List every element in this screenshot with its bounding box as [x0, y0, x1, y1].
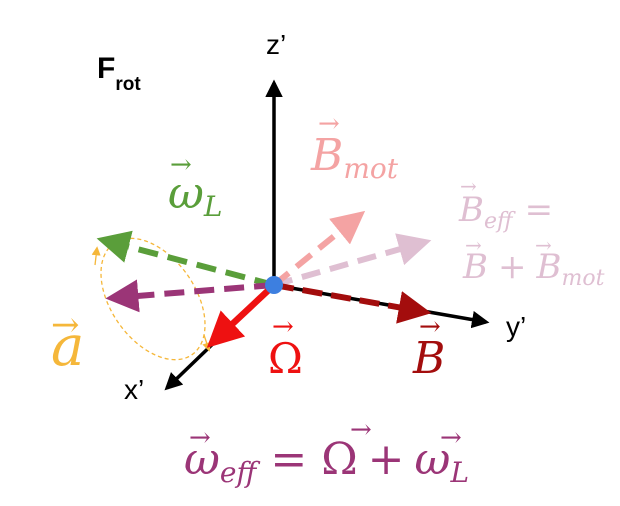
b-eff-arrow-icon: → [460, 174, 477, 198]
omega-arrow-icon: → [272, 312, 294, 342]
origin-dot [265, 276, 283, 294]
svg-text:a: a [51, 314, 84, 379]
frame-label: Frot [97, 52, 141, 95]
y-axis-label: y’ [506, 311, 526, 342]
omega-label: → Ω [268, 312, 303, 383]
b-mot-arrow-icon: → [318, 109, 340, 139]
b-label: → B [412, 312, 445, 384]
omega-eff-equation: → → → ωeff=Ω+ωL [184, 415, 469, 489]
precession-cone [100, 237, 206, 361]
b-eff-label: → Beff= → → B+Bmot [458, 174, 605, 291]
b-mot-label: → Bmot [310, 109, 399, 185]
b-arrow-icon: → [419, 312, 441, 342]
omega-vector [206, 282, 277, 348]
omega-l-vector [96, 230, 275, 288]
omega-eff-arrow-icon: → [189, 423, 211, 453]
b-eff-rhs-arrow2-icon: → [535, 233, 552, 257]
svg-text:Bmot: Bmot [310, 130, 399, 185]
svg-text:B+Bmot: B+Bmot [462, 247, 605, 291]
omega-l-label: → ωL [168, 150, 222, 223]
svg-text:ωeff=Ω+ωL: ωeff=Ω+ωL [184, 434, 469, 489]
x-axis-label: x’ [124, 374, 144, 405]
b-mot-vector [272, 210, 366, 288]
b-eff-vector [273, 233, 432, 288]
a-label: → a [51, 305, 84, 379]
omega-l-arrow-icon: → [170, 150, 192, 180]
omega-eff-vector [105, 279, 275, 313]
a-arrow-icon: → [51, 305, 80, 345]
svg-text:Ω: Ω [268, 334, 303, 383]
z-axis-label: z’ [266, 29, 286, 60]
b-vector [273, 282, 432, 324]
svg-text:Beff=: Beff= [458, 190, 553, 234]
omega-eff-omega-arrow-icon: → [350, 415, 372, 445]
b-eff-rhs-arrow-icon: → [465, 233, 482, 257]
svg-text:B: B [412, 333, 445, 384]
precession-arrow-top [91, 246, 101, 266]
svg-text:ωL: ωL [168, 168, 222, 223]
omega-eff-omegal-arrow-icon: → [440, 423, 462, 453]
